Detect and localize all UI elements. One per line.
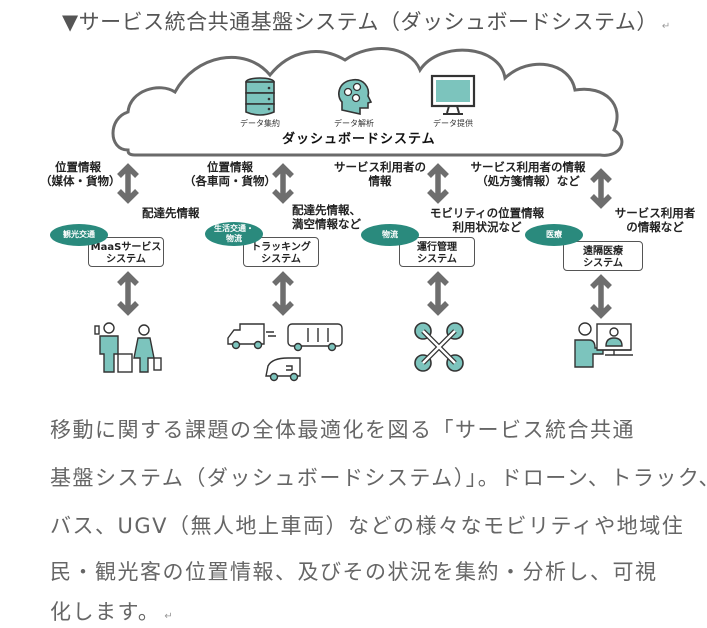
description-line: 化します。↵: [50, 596, 174, 626]
system-name: システム: [261, 254, 301, 265]
badge-text: 観光交通: [63, 230, 95, 239]
category-badge: 物流: [361, 224, 419, 246]
badge-line: 生活交通・: [214, 224, 254, 233]
label-line: の情報など: [626, 220, 684, 234]
column-up-label: サービス利用者の情報 （処方箋情報）など: [466, 160, 590, 188]
description-line: 民・観光客の位置情報、及びその状況を集約・分析し、可視: [50, 560, 658, 584]
arrows-lower: [117, 271, 612, 319]
drone-icon: [414, 322, 464, 372]
cloud-icon-label: データ提供: [433, 119, 473, 128]
database-icon: [245, 77, 275, 116]
system-name: 遠隔医療: [583, 246, 623, 257]
column-up-label: 位置情報 （各車両・貨物）: [184, 160, 276, 188]
column-down-label: サービス利用者 の情報など: [610, 206, 700, 234]
system-box-telemedicine[interactable]: 遠隔医療 システム: [563, 241, 643, 271]
label-line: （各車両・貨物）: [184, 174, 276, 188]
system-name: システム: [106, 254, 146, 265]
arrows-upper: [117, 163, 612, 209]
cloud-title: ダッシュボードシステム: [282, 132, 436, 147]
label-line: 利用状況など: [452, 220, 522, 234]
system-name: 運行管理: [417, 242, 457, 253]
column-down-label: 配達先情報: [142, 206, 200, 220]
return-mark: ↵: [164, 611, 175, 622]
description-line: 基盤システム（ダッシュボードシステム）」。ドローン、トラック、: [50, 466, 707, 490]
monitor-icon: [430, 74, 476, 115]
description-line: バス、UGV（無人地上車両）などの様々なモビリティや地域住: [50, 514, 685, 538]
updown-arrow-icon: [117, 163, 139, 204]
updown-arrow-icon: [117, 271, 139, 316]
category-badge: 観光交通: [50, 224, 108, 246]
category-badge: 医療: [525, 224, 583, 246]
updown-arrow-icon: [427, 271, 449, 316]
updown-arrow-icon: [590, 274, 612, 319]
category-badge: 生活交通・物流: [205, 222, 263, 246]
system-name: システム: [583, 258, 623, 269]
label-line: サービス利用者の: [334, 160, 426, 174]
column-up-label: 位置情報 （媒体・貨物）: [40, 160, 121, 188]
label-line: 情報: [368, 174, 392, 188]
label-line: （媒体・貨物）: [40, 174, 121, 188]
description-line: 移動に関する課題の全体最適化を図る「サービス統合共通: [50, 418, 635, 442]
column-up-label: サービス利用者の 情報: [330, 160, 430, 188]
badge-text: 医療: [546, 230, 562, 239]
label-line: サービス利用者の情報: [470, 160, 586, 174]
description-text: 化します。: [50, 600, 161, 624]
system-name: トラッキング: [251, 242, 311, 253]
vehicles-icon: [227, 323, 343, 382]
updown-arrow-icon: [272, 271, 294, 316]
column-down-label: モビリティの位置情報 利用状況など: [424, 206, 550, 234]
system-name: MaaSサービス: [90, 242, 162, 253]
heading-text: ▼サービス統合共通基盤システム（ダッシュボードシステム）: [62, 10, 658, 34]
label-line: モビリティの位置情報: [429, 206, 545, 220]
label-line: 配達先情報、: [292, 203, 361, 217]
heading-title: ▼サービス統合共通基盤システム（ダッシュボードシステム）↵: [62, 6, 671, 36]
system-name: システム: [417, 254, 457, 265]
label-line: 配達先情報: [142, 206, 200, 220]
cloud-icon-label: データ解析: [334, 119, 374, 128]
diagram-canvas: [94, 47, 633, 382]
label-line: 位置情報: [207, 160, 253, 174]
travelers-icon: [94, 322, 162, 373]
brain-gears-icon: [338, 78, 373, 115]
updown-arrow-icon: [590, 168, 612, 209]
return-mark: ↵: [661, 21, 671, 32]
system-box-tracking[interactable]: トラッキング システム: [243, 237, 319, 267]
badge-text: 物流: [382, 230, 398, 239]
telemedicine-icon: [574, 322, 633, 368]
updown-arrow-icon: [272, 163, 294, 204]
badge-text: 生活交通・物流: [214, 224, 254, 244]
cloud-icon-label: データ集約: [240, 119, 280, 128]
label-line: サービス利用者: [614, 206, 696, 220]
label-line: 満空情報など: [292, 217, 361, 231]
badge-line: 物流: [226, 234, 242, 243]
column-down-label: 配達先情報、 満空情報など: [292, 203, 361, 231]
label-line: （処方箋情報）など: [476, 174, 580, 188]
updown-arrow-icon: [427, 163, 449, 204]
label-line: 位置情報: [55, 160, 101, 174]
